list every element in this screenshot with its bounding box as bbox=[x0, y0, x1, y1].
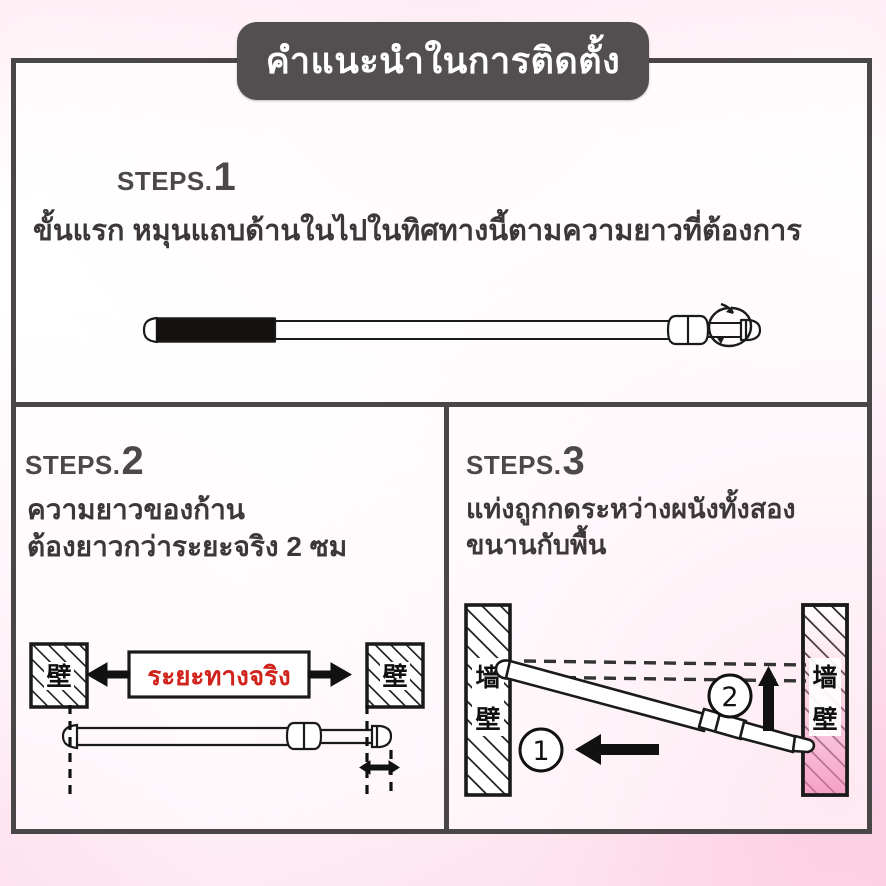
grip-section-icon bbox=[155, 317, 277, 343]
rotation-arrowhead-top bbox=[726, 306, 733, 314]
step-3-description-line-1: แท่งถูกกดระหว่างผนังทั้งสอง bbox=[466, 494, 796, 524]
marker-two-circle bbox=[707, 673, 753, 719]
wall-left: 墙 壁 bbox=[464, 603, 512, 797]
step-1-heading-word: STEPS. bbox=[117, 166, 213, 196]
lift-arrow-up-icon bbox=[758, 666, 779, 731]
overlap-measure bbox=[359, 760, 400, 775]
rod-outer-tube-icon bbox=[77, 726, 294, 747]
title-banner: คำแนะนำในการติดตั้ง bbox=[237, 22, 649, 100]
rod-end-cap-right-icon bbox=[791, 734, 816, 754]
tilted-rod bbox=[494, 659, 816, 754]
wall-label-left-char-2: 壁 bbox=[475, 705, 500, 734]
wall-right: 壁 bbox=[365, 642, 425, 709]
collar-joint-icon bbox=[666, 314, 710, 346]
outer-tube-icon bbox=[275, 320, 675, 340]
distance-box bbox=[127, 650, 311, 699]
step-1-description: ขั้นแรก หมุนแถบด้านในไปในทิศทางนี้ตามควา… bbox=[33, 212, 802, 250]
wall-label-left: 壁 bbox=[46, 662, 71, 691]
step-3-heading: STEPS. 3 bbox=[466, 441, 585, 481]
step-3-description-line-2: ขนานกับพื้น bbox=[466, 529, 607, 560]
step-2-description: ความยาวของก้าน ต้องยาวกว่าระยะจริง 2 ซม bbox=[27, 492, 347, 566]
step-3-diagram: 墙 壁 墙 壁 1 2 bbox=[464, 603, 849, 797]
wall-label-right-char-1: 墙 bbox=[812, 663, 837, 692]
push-arrow-left-group: 1 bbox=[518, 727, 659, 773]
inner-tube-icon bbox=[708, 322, 741, 338]
rod-assembly bbox=[61, 721, 393, 751]
step-1-heading-number: 1 bbox=[213, 155, 236, 199]
step-2-heading-word: STEPS. bbox=[25, 450, 121, 480]
rod-inner-tube-icon bbox=[321, 728, 372, 745]
step-2-diagram: 壁 壁 ระยะทางจริง bbox=[29, 642, 425, 795]
wall-right: 墙 壁 bbox=[801, 603, 849, 797]
step-1-diagram bbox=[142, 302, 762, 348]
rotation-arrowhead-bottom bbox=[717, 336, 725, 344]
marker-one-circle bbox=[518, 727, 564, 773]
step-2-description-line-2: ต้องยาวกว่าระยะจริง 2 ซม bbox=[27, 530, 348, 562]
wall-left: 壁 bbox=[29, 642, 89, 709]
step-3-description: แท่งถูกกดระหว่างผนังทั้งสอง ขนานกับพื้น bbox=[466, 492, 796, 563]
distance-label: ระยะทางจริง bbox=[147, 662, 290, 692]
step-2-description-line-1: ความยาวของก้าน bbox=[27, 494, 245, 525]
frame-divider-vertical bbox=[444, 402, 449, 834]
rod-end-cap-right-icon bbox=[370, 724, 393, 749]
step-2-heading: STEPS. 2 bbox=[25, 441, 144, 481]
step-1-description-line-1: ขั้นแรก หมุนแถบด้านในไปในทิศทางนี้ตามควา… bbox=[33, 215, 802, 247]
dashed-guides bbox=[68, 705, 393, 795]
marker-one-label: 1 bbox=[532, 736, 549, 767]
rod-outer-tube-icon bbox=[504, 659, 710, 733]
end-cap-left-icon bbox=[142, 316, 159, 344]
step-3-heading-word: STEPS. bbox=[466, 450, 562, 480]
wall-label-right-char-2: 壁 bbox=[812, 705, 837, 734]
rod-collar-icon bbox=[285, 721, 323, 751]
page-title: คำแนะนำในการติดตั้ง bbox=[265, 40, 621, 81]
step-2-heading-number: 2 bbox=[121, 439, 144, 483]
wall-label-right: 壁 bbox=[382, 662, 407, 691]
frame-divider-horizontal bbox=[11, 402, 872, 407]
marker-two-label: 2 bbox=[721, 682, 738, 713]
arrow-right bbox=[307, 662, 353, 687]
lift-arrow-up-group: 2 bbox=[707, 666, 779, 731]
push-arrow-left-icon bbox=[575, 734, 659, 765]
step-3-heading-number: 3 bbox=[562, 439, 585, 483]
arrow-left bbox=[85, 662, 131, 687]
step-1-heading: STEPS. 1 bbox=[117, 157, 236, 197]
